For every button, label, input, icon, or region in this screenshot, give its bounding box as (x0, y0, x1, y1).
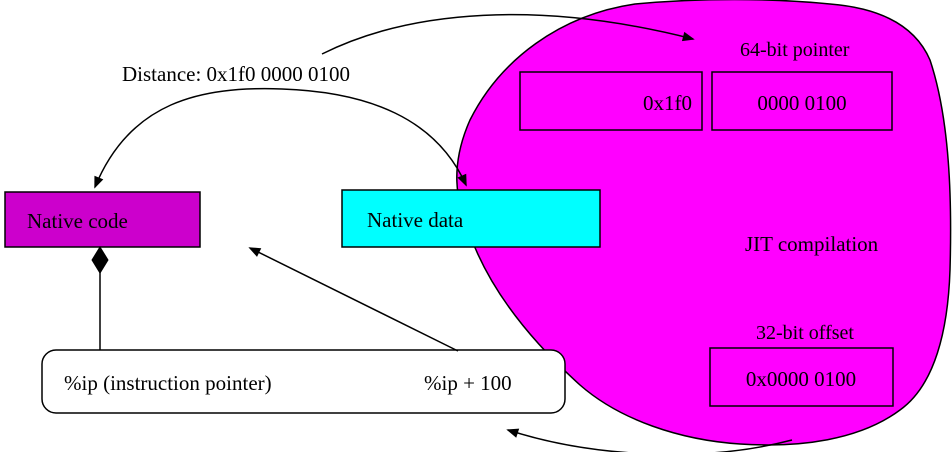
native-code-box (4, 191, 201, 248)
distance-label: Distance: 0x1f0 0000 0100 (122, 62, 350, 86)
offset-value: 0x0000 0100 (746, 367, 856, 391)
offset-value-box (709, 347, 894, 407)
diamond-connector (91, 246, 109, 274)
pointer-high-box (519, 71, 703, 131)
offset-label: 32-bit offset (756, 322, 854, 344)
jit-compilation-label: JIT compilation (745, 232, 879, 256)
native-code-label: Native code (27, 209, 128, 233)
ip-plus-label: %ip + 100 (424, 371, 512, 395)
pointer-low-value: 0000 0100 (757, 91, 846, 115)
native-data-box (341, 189, 601, 248)
ip-label: %ip (instruction pointer) (64, 371, 272, 395)
ip-box (41, 349, 566, 414)
arrow-code-data-span (94, 87, 467, 189)
native-data-label: Native data (367, 208, 464, 232)
arrow-distance-to-pointer (321, 14, 695, 55)
pointer-low-box (711, 71, 893, 131)
arrow-blob-to-ip (506, 428, 793, 452)
pointer-high-value: 0x1f0 (643, 91, 692, 115)
arrow-ip100-to-code (248, 247, 459, 352)
pointer-label: 64-bit pointer (740, 39, 850, 61)
